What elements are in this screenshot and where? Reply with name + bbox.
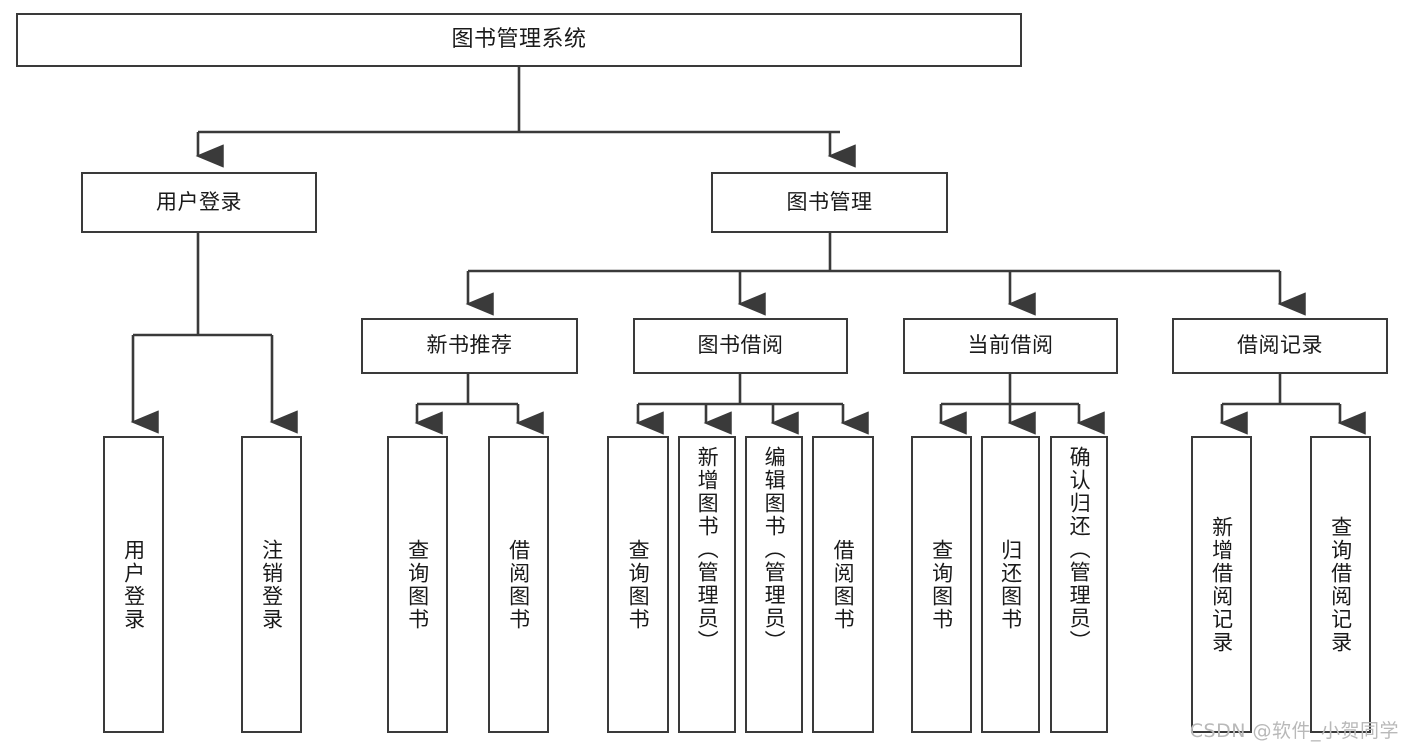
node-label: 新书推荐 bbox=[426, 333, 513, 358]
node-label: 图书借阅 bbox=[697, 333, 784, 358]
node-root-book-management-system[interactable]: 图书管理系统 bbox=[16, 13, 1022, 67]
node-book-management[interactable]: 图书管理 bbox=[711, 172, 948, 233]
node-label: 确认归还（管理员） bbox=[1067, 446, 1092, 653]
leaf-current-borrow-query-books[interactable]: 查询图书 bbox=[911, 436, 972, 733]
leaf-book-borrow-edit-book-admin[interactable]: 编辑图书（管理员） bbox=[745, 436, 803, 733]
node-label: 用户登录 bbox=[156, 189, 242, 214]
node-label: 查询图书 bbox=[405, 538, 430, 631]
node-label: 注销登录 bbox=[259, 538, 284, 631]
leaf-user-login-logout[interactable]: 注销登录 bbox=[241, 436, 302, 733]
node-new-book-recommendation[interactable]: 新书推荐 bbox=[361, 318, 578, 374]
edge-group-new-book bbox=[414, 374, 544, 435]
node-borrowing-record[interactable]: 借阅记录 bbox=[1172, 318, 1388, 374]
edge-group-current-borrow bbox=[938, 374, 1105, 435]
node-label: 借阅图书 bbox=[831, 538, 856, 631]
node-label: 新增借阅记录 bbox=[1209, 515, 1234, 654]
edge-group-book-management bbox=[465, 233, 1306, 316]
leaf-user-login-login[interactable]: 用户登录 bbox=[103, 436, 164, 733]
node-book-borrowing[interactable]: 图书借阅 bbox=[633, 318, 848, 374]
node-label: 图书管理 bbox=[786, 189, 873, 214]
node-label: 图书管理系统 bbox=[451, 26, 587, 52]
node-label: 编辑图书（管理员） bbox=[762, 446, 787, 653]
edge-group-user-login bbox=[130, 233, 298, 434]
edge-group-root bbox=[195, 67, 856, 168]
leaf-current-borrow-confirm-return-admin[interactable]: 确认归还（管理员） bbox=[1050, 436, 1108, 733]
node-label: 新增图书（管理员） bbox=[695, 446, 720, 653]
leaf-borrow-record-add-record[interactable]: 新增借阅记录 bbox=[1191, 436, 1252, 733]
node-label: 查询图书 bbox=[626, 538, 651, 631]
leaf-new-book-query-books[interactable]: 查询图书 bbox=[387, 436, 448, 733]
node-label: 查询借阅记录 bbox=[1328, 515, 1353, 654]
leaf-book-borrow-query-books[interactable]: 查询图书 bbox=[607, 436, 669, 733]
leaf-new-book-borrow-books[interactable]: 借阅图书 bbox=[488, 436, 549, 733]
node-label: 查询图书 bbox=[929, 538, 954, 631]
leaf-book-borrow-add-book-admin[interactable]: 新增图书（管理员） bbox=[678, 436, 736, 733]
node-label: 归还图书 bbox=[998, 538, 1023, 631]
leaf-borrow-record-query-record[interactable]: 查询借阅记录 bbox=[1310, 436, 1371, 733]
edge-group-book-borrow bbox=[635, 374, 869, 435]
node-current-borrowing[interactable]: 当前借阅 bbox=[903, 318, 1118, 374]
edge-group-borrow-record bbox=[1219, 374, 1366, 435]
node-label: 用户登录 bbox=[121, 538, 146, 631]
leaf-current-borrow-return-books[interactable]: 归还图书 bbox=[981, 436, 1040, 733]
leaf-book-borrow-borrow-books[interactable]: 借阅图书 bbox=[812, 436, 874, 733]
node-user-login[interactable]: 用户登录 bbox=[81, 172, 317, 233]
node-label: 借阅图书 bbox=[506, 538, 531, 631]
node-label: 当前借阅 bbox=[967, 333, 1054, 358]
node-label: 借阅记录 bbox=[1237, 333, 1323, 358]
